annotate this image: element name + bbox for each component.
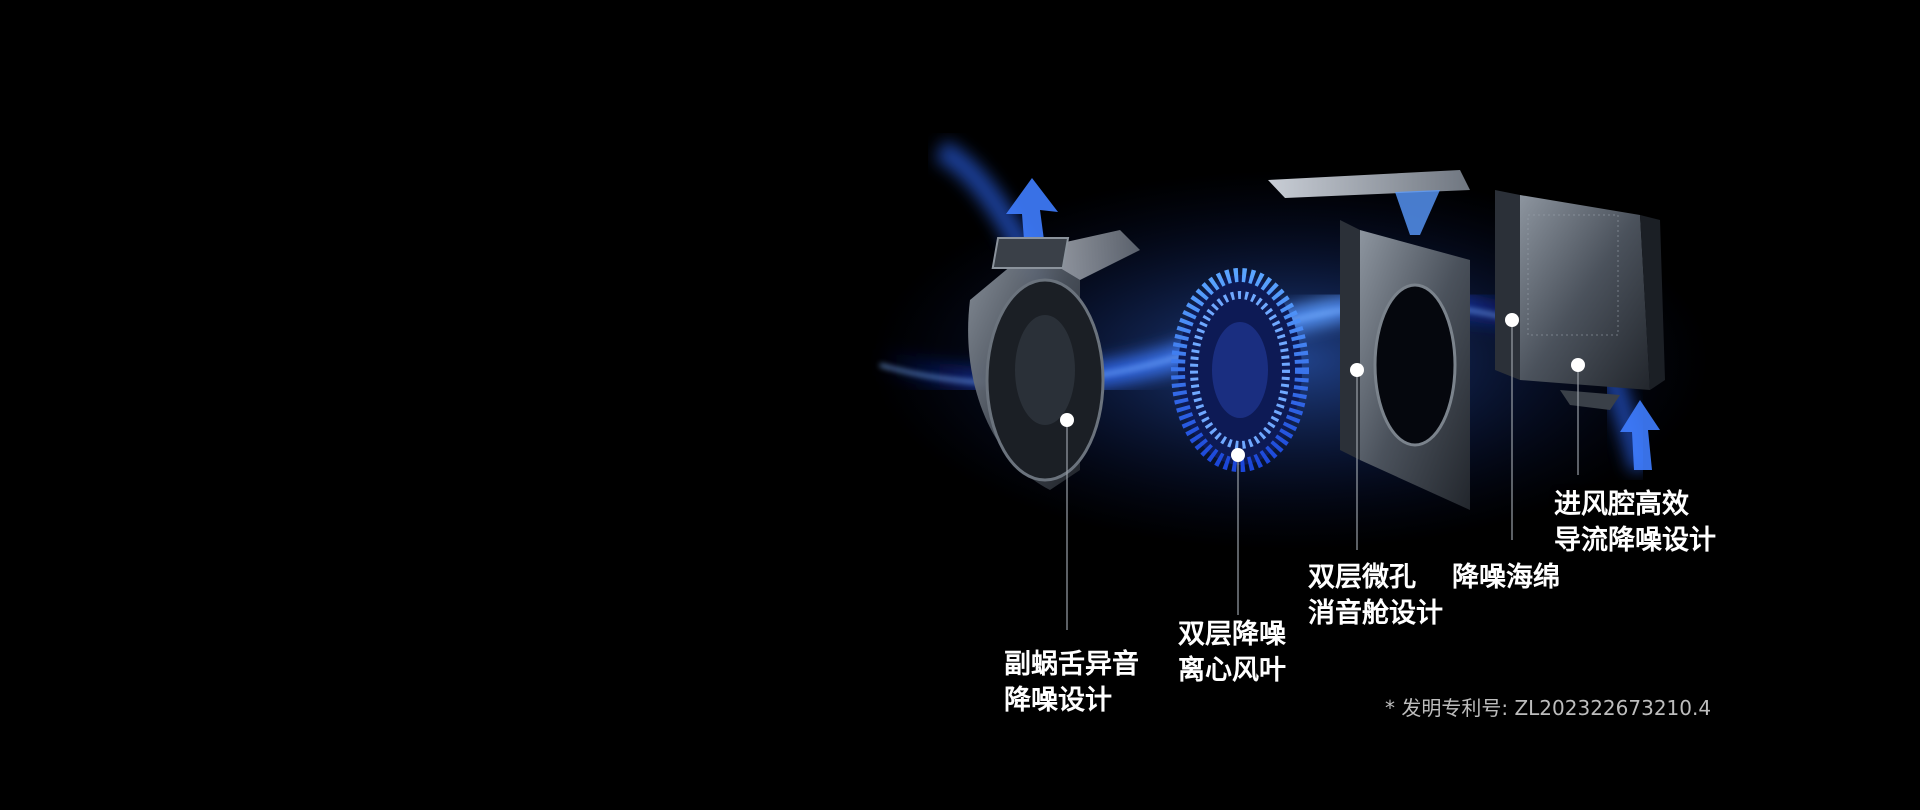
marker-dot-sponge bbox=[1505, 313, 1519, 327]
label-inlet-line1: 进风腔高效 bbox=[1554, 489, 1689, 520]
marker-dots bbox=[1060, 313, 1585, 462]
label-impeller: 双层降噪 离心风叶 bbox=[1178, 617, 1286, 689]
label-sponge: 降噪海绵 bbox=[1452, 560, 1560, 596]
label-inlet: 进风腔高效 导流降噪设计 bbox=[1554, 487, 1716, 559]
label-volute: 副蜗舌异音 降噪设计 bbox=[1004, 647, 1139, 719]
marker-dot-impeller bbox=[1231, 448, 1245, 462]
volute-housing bbox=[968, 230, 1140, 490]
label-volute-line1: 副蜗舌异音 bbox=[1004, 649, 1139, 680]
patent-note: * 发明专利号: ZL202322673210.4 bbox=[1385, 696, 1712, 720]
label-impeller-line1: 双层降噪 bbox=[1178, 619, 1286, 650]
label-chamber-line1: 双层微孔 bbox=[1308, 562, 1416, 593]
label-sponge-line1: 降噪海绵 bbox=[1452, 562, 1560, 593]
silencer-chamber bbox=[1268, 170, 1470, 510]
marker-dot-inlet bbox=[1571, 358, 1585, 372]
label-chamber: 双层微孔 消音舱设计 bbox=[1308, 560, 1443, 632]
label-inlet-line2: 导流降噪设计 bbox=[1554, 525, 1716, 556]
inflow-arrow-icon bbox=[1620, 400, 1660, 470]
leader-lines bbox=[1066, 320, 1579, 630]
inlet-housing bbox=[1495, 190, 1665, 410]
marker-dot-volute bbox=[1060, 413, 1074, 427]
label-impeller-line2: 离心风叶 bbox=[1178, 655, 1286, 686]
outflow-arrow-icon bbox=[1006, 178, 1058, 240]
label-volute-line2: 降噪设计 bbox=[1004, 685, 1112, 716]
centrifugal-impeller bbox=[1171, 268, 1309, 472]
marker-dot-chamber bbox=[1350, 363, 1364, 377]
label-chamber-line2: 消音舱设计 bbox=[1308, 598, 1443, 629]
